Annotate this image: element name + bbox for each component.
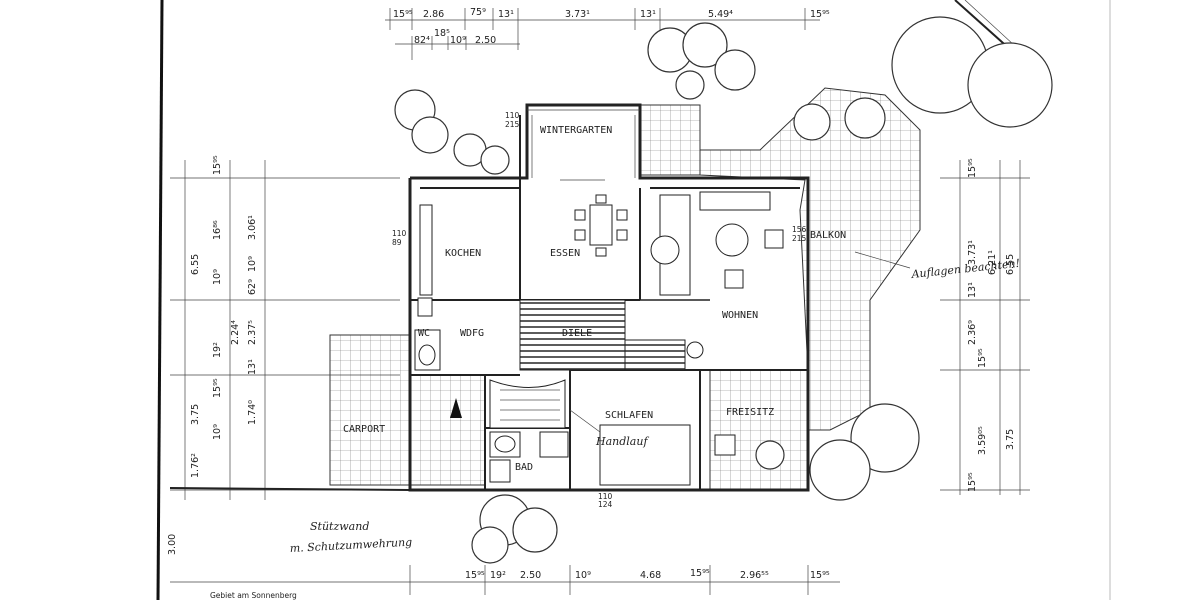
room-label-carport: CARPORT [343,424,385,435]
left-dim-b4: 19² [212,342,223,358]
room-label-balkon: BALKON [810,230,846,241]
opening-4: 89 [392,238,402,247]
bottom-dim-8: 15⁹⁵ [810,570,830,581]
right-dimension-chains: 15⁹⁵ 3.73¹ 13¹ 2.36⁹ 15⁹⁵ 15⁹⁵ 3.59⁰⁵ 6.… [940,158,1030,495]
right-dim-r7: 3.59⁰⁵ [977,426,988,455]
room-label-kochen: KOCHEN [445,248,481,259]
right-dim-r2: 3.73¹ [967,240,978,265]
note-handlauf: Handlauf [595,435,649,448]
room-label-diele: DIELE [562,328,592,339]
top-dim-7: 5.49⁴ [708,9,733,20]
bottom-dim-5: 4.68 [640,570,661,581]
room-labels: WINTERGARTEN KOCHEN ESSEN BALKON WOHNEN … [343,125,846,473]
room-label-wohnen: WOHNEN [722,310,758,321]
bottom-dimension-chain: 15⁹⁵ 19² 2.50 10⁹ 4.68 15⁹⁵ 2.96⁵⁵ 15⁹⁵ … [170,565,840,600]
opening-6: 215 [792,234,807,243]
note-stuetzwand-1: Stützwand [310,520,369,533]
opening-8: 124 [598,500,613,509]
opening-3: 110 [392,229,407,238]
left-dim-c7: 1.74⁰ [247,400,258,425]
right-dim-r6: 15⁹⁵ [967,472,978,492]
bottom-dim-6: 15⁹⁵ [690,568,710,579]
top2-dim-2: 18⁵ [434,28,450,39]
left-dim-c6: 2.37⁵ [247,320,258,345]
bottom-dim-1: 15⁹⁵ [465,570,485,581]
room-label-wintergarten: WINTERGARTEN [540,125,612,136]
right-dim-r10: 3.75 [1005,429,1016,450]
left-dim-b1: 15⁹⁵ [212,155,223,175]
top2-dim-4: 2.50 [475,35,496,46]
left-dimension-chains: 6.55 3.75 1.76² 15⁹⁵ 16⁸⁶ 10⁹ 19² 15⁹⁵ 1… [167,155,400,555]
bottom-dim-3: 2.50 [520,570,541,581]
shrubs [394,16,1053,564]
right-dim-r4: 2.36⁹ [967,320,978,345]
opening-5: 156 [792,225,807,234]
room-label-essen: ESSEN [550,248,580,259]
left-dim-c1: 3.06¹ [247,215,258,240]
room-label-wdfg: WDFG [460,328,484,339]
right-dim-r3: 13¹ [967,282,978,298]
left-dim-a3: 1.76² [190,453,201,478]
right-dim-r8: 6.21¹ [987,250,998,275]
room-label-wc: WC [418,328,430,339]
top-dim-8: 15⁹⁵ [810,9,830,20]
top-dim-2: 2.86 [423,9,444,20]
room-label-freisitz: FREISITZ [726,407,774,418]
left-dim-b6: 10⁹ [212,424,223,440]
room-label-schlafen: SCHLAFEN [605,410,653,421]
bottom-dim-2: 19² [490,570,506,581]
top2-dim-3: 10⁹ [450,35,466,46]
left-dim-b2: 16⁸⁶ [212,220,223,240]
top-dim-5: 3.73¹ [565,9,590,20]
right-dim-r1: 15⁹⁵ [967,158,978,178]
left-dim-c2: 10⁹ [247,256,258,272]
page-left-edge [156,0,164,600]
left-dim-c4: 2.24⁴ [230,320,241,345]
retaining-wall [169,487,411,491]
left-dim-c5: 13¹ [247,359,258,375]
north-arrow-icon [450,398,462,418]
staircase [489,299,686,429]
bottom-dim-4: 10⁹ [575,570,591,581]
left-dim-c3: 62⁹ [247,279,258,295]
top-dim-6: 13¹ [640,9,656,20]
top-dim-3: 75⁹ [470,7,486,18]
opening-7: 110 [598,492,613,501]
furniture [414,191,784,486]
top2-dim-1: 82⁴ [414,35,430,46]
room-label-bad: BAD [515,462,533,473]
opening-2: 215 [505,120,520,129]
left-dim-far: 3.00 [167,534,178,555]
opening-labels: 110 215 110 89 156 215 110 124 [392,111,807,509]
right-dim-r9: 6.55 [1005,254,1016,275]
wintergarten-glazing [527,109,640,181]
note-auflagen: Auflagen beachten! [910,257,1021,281]
bottom-dim-7: 2.96⁵⁵ [740,570,769,581]
opening-1: 110 [505,111,520,120]
top-dim-4: 13¹ [498,9,514,20]
top-dimension-chain: 15⁹⁵ 2.86 75⁹ 13¹ 3.73¹ 13¹ 5.49⁴ 15⁹⁵ 8… [385,7,830,60]
bottom-caption: Gebiet am Sonnenberg [210,591,297,600]
note-stuetzwand-2: m. Schutzumwehrung [289,536,412,555]
right-dim-r5: 15⁹⁵ [977,348,988,368]
left-dim-a2: 3.75 [190,404,201,425]
left-dim-b3: 10⁹ [212,269,223,285]
left-dim-a1: 6.55 [190,254,201,275]
top-dim-1: 15⁹⁵ [393,9,413,20]
left-dim-b5: 15⁹⁵ [212,378,223,398]
